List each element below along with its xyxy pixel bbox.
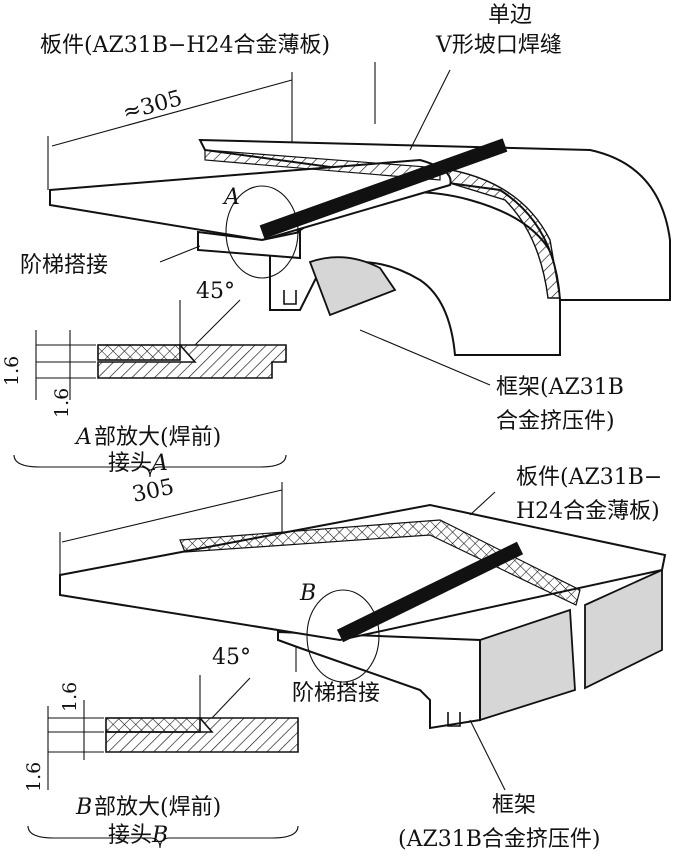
lower-frame-line2: (AZ31B合金挤压件)	[398, 827, 601, 852]
upper-frame-grey-face	[308, 256, 397, 317]
lower-detail-letter: B	[75, 795, 92, 820]
lower-frame-block-right	[584, 568, 663, 690]
lower-frame-block-left	[479, 608, 576, 722]
lower-detail-top-plate	[105, 717, 201, 733]
upper-step-leader	[159, 245, 201, 263]
lower-plate-line2: H24合金薄板)	[516, 499, 660, 524]
upper-frame-leader	[359, 329, 491, 386]
lower-thickness-2: 1.6	[23, 762, 45, 792]
upper-detail-ellipse	[225, 185, 299, 279]
lower-plate-line1: 板件(AZ31B−	[516, 465, 662, 490]
upper-detail-top-plate	[97, 344, 181, 361]
upper-right-plate-edge	[439, 167, 561, 299]
lower-assembly	[59, 482, 667, 791]
lower-frame-leader	[469, 719, 506, 791]
upper-detail-caption: 部放大(焊前)	[94, 425, 221, 450]
upper-detail-brace	[13, 454, 287, 478]
lower-step-label: 阶梯搭接	[292, 681, 380, 706]
lower-detail-brace	[27, 825, 299, 849]
lower-slot	[447, 712, 461, 727]
lower-detail-ellipse	[306, 589, 380, 683]
upper-detail-angle-line	[194, 299, 241, 346]
lower-joint-point: B	[299, 581, 316, 606]
lower-joint-letter: B	[151, 823, 168, 848]
upper-detail-section	[13, 299, 287, 478]
upper-dim-length: ≈305	[120, 86, 185, 126]
upper-left-plate	[49, 158, 452, 242]
lower-dim-line	[61, 489, 283, 543]
upper-thickness-2: 1.6	[51, 388, 73, 418]
lower-dim-length: 305	[130, 475, 176, 508]
upper-detail-frame	[97, 344, 287, 379]
upper-weld-hatch	[204, 149, 441, 181]
upper-thickness-1: 1.6	[1, 356, 23, 386]
upper-joint-letter: A	[150, 451, 168, 476]
upper-weld-leader	[409, 69, 451, 151]
lower-joint-caption: 接头	[108, 823, 152, 848]
lower-angle: 45°	[212, 645, 251, 670]
upper-step-label: 阶梯搭接	[20, 253, 108, 278]
upper-joint-caption: 接头	[108, 451, 152, 476]
lower-detail-section	[27, 675, 299, 849]
upper-dim-line	[51, 79, 293, 147]
upper-frame-line2: 合金挤压件)	[496, 409, 615, 434]
lower-detail-caption: 部放大(焊前)	[94, 795, 221, 820]
lower-plate-leader	[469, 491, 496, 516]
lower-plate	[59, 503, 667, 642]
upper-slot	[283, 290, 297, 305]
upper-joint-point: A	[222, 185, 240, 210]
upper-weld-label-line1: 单边	[488, 3, 532, 28]
lower-detail-angle-line	[211, 677, 251, 719]
lower-thickness-1: 1.6	[59, 682, 81, 712]
lower-weld-seam	[336, 541, 524, 643]
upper-assembly	[47, 62, 671, 386]
upper-frame-line1: 框架(AZ31B	[496, 375, 624, 400]
lower-weld-hatch	[179, 519, 581, 606]
lower-frame-base	[277, 630, 481, 730]
upper-weld-seam	[259, 138, 508, 239]
upper-angle: 45°	[196, 279, 235, 304]
upper-detail-letter: A	[74, 425, 92, 450]
lower-detail-frame	[105, 717, 299, 753]
upper-weld-label-line2: V形坡口焊缝	[435, 33, 562, 58]
lower-frame-line1: 框架	[492, 793, 536, 818]
upper-plate-label: 板件(AZ31B−H24合金薄板)	[40, 33, 330, 58]
